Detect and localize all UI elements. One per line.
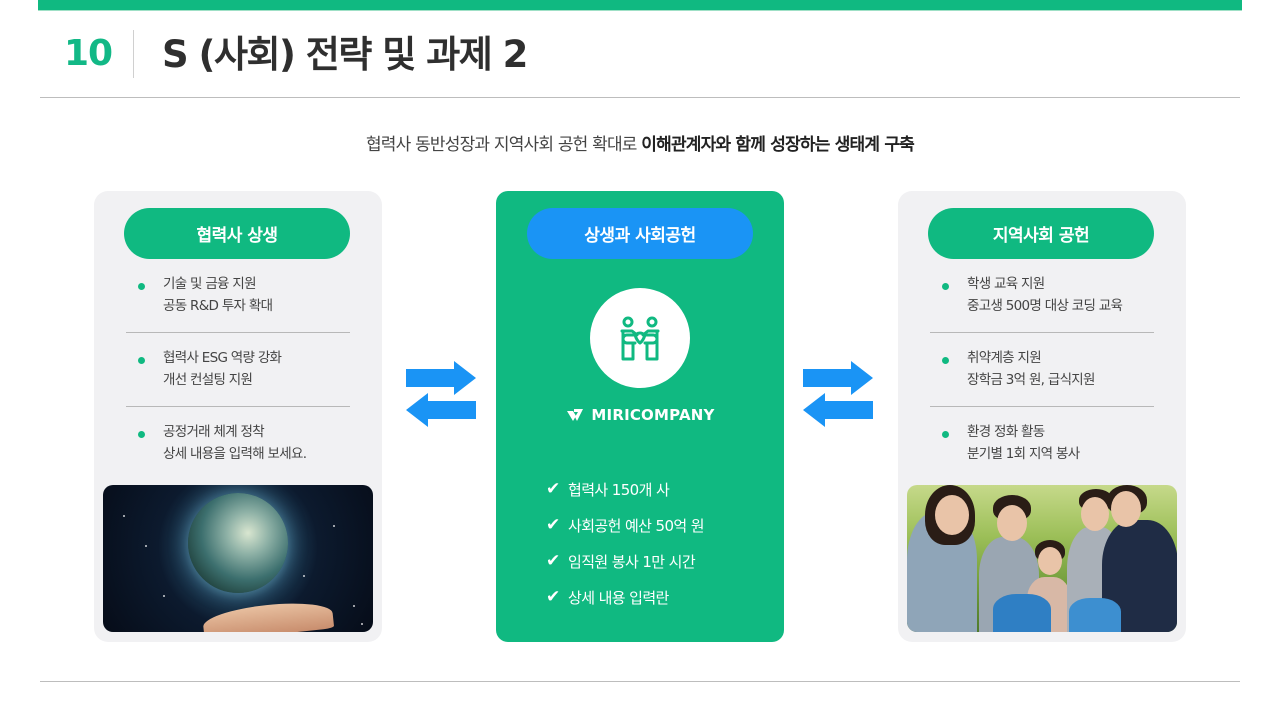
title-divider xyxy=(133,30,134,78)
checkmark-icon: ✔ xyxy=(546,479,560,499)
community-contribution-title: 지역사회 공헌 xyxy=(928,208,1154,259)
bullet-dot-icon xyxy=(942,431,949,438)
list-item: 공정거래 체계 정착 상세 내용을 입력해 보세요. xyxy=(126,407,350,481)
item-heading: 기술 및 금융 지원 xyxy=(163,276,257,292)
exchange-arrows-icon xyxy=(803,361,873,427)
bullet-dot-icon xyxy=(138,431,145,438)
stat-item: ✔ 협력사 150개 사 xyxy=(546,471,766,507)
subtitle-bold: 이해관계자와 함께 성장하는 생태계 구축 xyxy=(641,135,915,155)
item-detail: 공동 R&D 투자 확대 xyxy=(163,298,273,314)
hand-graphic xyxy=(201,598,335,632)
partner-cooperation-list: 기술 및 금융 지원 공동 R&D 투자 확대 협력사 ESG 역량 강화 개선… xyxy=(126,259,350,481)
globe-graphic xyxy=(188,493,288,593)
top-accent-bar xyxy=(38,0,1242,10)
exchange-arrows-icon xyxy=(406,361,476,427)
stat-text: 사회공헌 예산 50억 원 xyxy=(568,516,705,535)
item-heading: 공정거래 체계 정착 xyxy=(163,424,265,440)
bullet-dot-icon xyxy=(138,283,145,290)
item-detail: 상세 내용을 입력해 보세요. xyxy=(163,446,307,462)
item-heading: 환경 정화 활동 xyxy=(967,424,1045,440)
partner-cooperation-title: 협력사 상생 xyxy=(124,208,350,259)
community-contribution-card: 지역사회 공헌 학생 교육 지원 중고생 500명 대상 코딩 교육 취약계층 … xyxy=(898,191,1186,642)
volunteers-cleanup-photo xyxy=(907,485,1177,632)
checkmark-icon: ✔ xyxy=(546,515,560,535)
icon-circle xyxy=(590,288,690,388)
brand-logo: MIRICOMPANY xyxy=(496,406,784,424)
stat-text: 협력사 150개 사 xyxy=(568,480,670,499)
list-item: 협력사 ESG 역량 강화 개선 컨설팅 지원 xyxy=(126,333,350,407)
stat-text: 상세 내용 입력란 xyxy=(568,588,669,607)
list-item: 학생 교육 지원 중고생 500명 대상 코딩 교육 xyxy=(930,259,1154,333)
page-title: S (사회) 전략 및 과제 2 xyxy=(162,33,528,76)
item-detail: 개선 컨설팅 지원 xyxy=(163,372,253,388)
header-divider xyxy=(40,97,1240,98)
partner-cooperation-card: 협력사 상생 기술 및 금융 지원 공동 R&D 투자 확대 협력사 ESG 역… xyxy=(94,191,382,642)
stat-item: ✔ 상세 내용 입력란 xyxy=(546,579,766,615)
community-contribution-list: 학생 교육 지원 중고생 500명 대상 코딩 교육 취약계층 지원 장학금 3… xyxy=(930,259,1154,481)
key-stats-list: ✔ 협력사 150개 사 ✔ 사회공헌 예산 50억 원 ✔ 임직원 봉사 1만… xyxy=(546,471,766,615)
handshake-partnership-icon xyxy=(620,316,660,361)
stat-text: 임직원 봉사 1만 시간 xyxy=(568,552,696,571)
bullet-dot-icon xyxy=(138,357,145,364)
miricompany-logo-icon xyxy=(567,409,584,421)
item-heading: 취약계층 지원 xyxy=(967,350,1042,366)
footer-divider xyxy=(40,681,1240,682)
item-heading: 협력사 ESG 역량 강화 xyxy=(163,350,282,366)
top-accent-bar-edge xyxy=(38,10,1242,11)
stat-item: ✔ 사회공헌 예산 50억 원 xyxy=(546,507,766,543)
item-detail: 중고생 500명 대상 코딩 교육 xyxy=(967,298,1123,314)
list-item: 기술 및 금융 지원 공동 R&D 투자 확대 xyxy=(126,259,350,333)
brand-name: MIRICOMPANY xyxy=(591,406,715,424)
checkmark-icon: ✔ xyxy=(546,551,560,571)
slide-number: 10 xyxy=(64,33,113,74)
subtitle-normal: 협력사 동반성장과 지역사회 공헌 확대로 xyxy=(365,135,642,155)
item-heading: 학생 교육 지원 xyxy=(967,276,1045,292)
bullet-dot-icon xyxy=(942,357,949,364)
subtitle: 협력사 동반성장과 지역사회 공헌 확대로 이해관계자와 함께 성장하는 생태계… xyxy=(0,133,1280,157)
cooperation-contribution-card: 상생과 사회공헌 MIRICOMPANY ✔ 협력사 150개 사 ✔ 사회공헌… xyxy=(496,191,784,642)
bullet-dot-icon xyxy=(942,283,949,290)
checkmark-icon: ✔ xyxy=(546,587,560,607)
item-detail: 분기별 1회 지역 봉사 xyxy=(967,446,1080,462)
item-detail: 장학금 3억 원, 급식지원 xyxy=(967,372,1095,388)
earth-in-hand-photo xyxy=(103,485,373,632)
stat-item: ✔ 임직원 봉사 1만 시간 xyxy=(546,543,766,579)
list-item: 환경 정화 활동 분기별 1회 지역 봉사 xyxy=(930,407,1154,481)
list-item: 취약계층 지원 장학금 3억 원, 급식지원 xyxy=(930,333,1154,407)
cooperation-contribution-title: 상생과 사회공헌 xyxy=(527,208,753,259)
